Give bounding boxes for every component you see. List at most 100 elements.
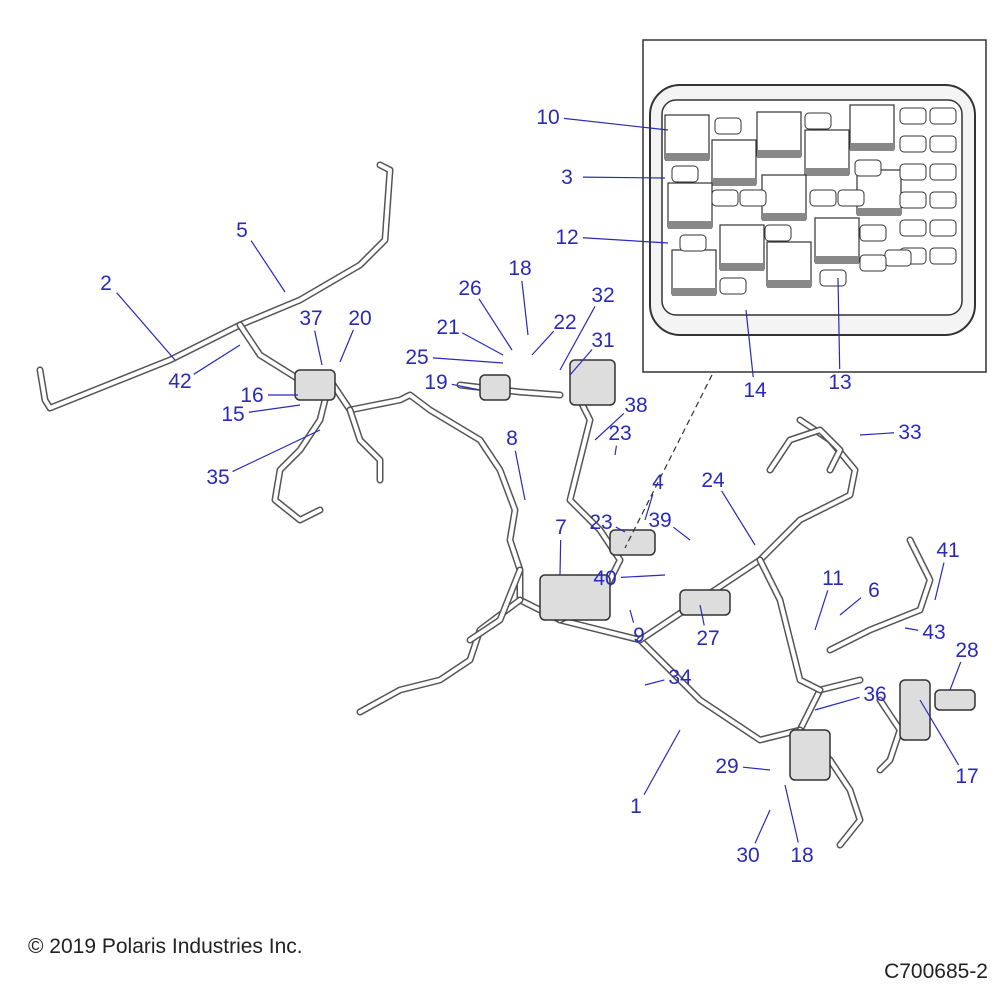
callout-24: 24 [701, 469, 725, 492]
leader-line [569, 349, 593, 376]
callout-27: 27 [696, 627, 719, 650]
leader-line [615, 526, 626, 533]
callout-10: 10 [536, 106, 559, 129]
callout-37: 37 [299, 307, 322, 330]
copyright-text: © 2019 Polaris Industries Inc. [28, 935, 303, 958]
callout-36: 36 [863, 683, 886, 706]
harness-component [789, 729, 831, 781]
fuse [719, 277, 747, 295]
relay-base [767, 280, 811, 288]
leader-line [521, 280, 529, 336]
fuse [899, 191, 927, 209]
callout-4: 4 [652, 471, 664, 494]
leader-line [582, 237, 669, 244]
callout-9: 9 [633, 624, 645, 647]
leader-line [934, 562, 945, 601]
callout-17: 17 [955, 765, 978, 788]
leader-line [193, 344, 241, 375]
leader-line [814, 696, 860, 711]
relay [761, 174, 807, 220]
callout-41: 41 [936, 539, 959, 562]
callout-19: 19 [424, 371, 447, 394]
fuse [809, 189, 837, 207]
leader-line [514, 450, 526, 501]
leader-line [904, 627, 919, 631]
relay [766, 241, 812, 287]
fuse [679, 234, 707, 252]
wire-segment-inner [238, 323, 862, 742]
relay-base [815, 256, 859, 264]
leader-line [784, 784, 799, 843]
callout-2: 2 [100, 272, 112, 295]
leader-line [721, 490, 756, 546]
callout-11: 11 [822, 567, 844, 590]
fuse [899, 163, 927, 181]
leader-line [559, 305, 596, 371]
leader-line [451, 383, 481, 391]
callout-33: 33 [898, 421, 921, 444]
callout-42: 42 [168, 370, 191, 393]
fuse [859, 254, 887, 272]
leader-line [745, 309, 754, 378]
callout-26: 26 [458, 277, 481, 300]
harness-component [569, 359, 616, 406]
fuse [929, 107, 957, 125]
callout-25: 25 [405, 346, 428, 369]
callout-40: 40 [593, 567, 616, 590]
fuse [929, 191, 957, 209]
leader-line [839, 597, 862, 616]
wire-segment-inner [273, 378, 332, 522]
fuse [929, 135, 957, 153]
wire-segment-inner [758, 558, 822, 692]
relay [719, 224, 765, 270]
leader-line [643, 729, 681, 796]
callout-14: 14 [743, 379, 767, 402]
callout-32: 32 [591, 284, 614, 307]
leader-line [629, 609, 635, 623]
callout-34: 34 [668, 666, 692, 689]
relay [756, 111, 802, 157]
fuse [929, 219, 957, 237]
callout-39: 39 [648, 509, 671, 532]
callout-6: 6 [868, 579, 880, 602]
harness-component [539, 574, 611, 621]
relay-base [712, 178, 756, 186]
fuse [837, 189, 865, 207]
leader-line [837, 277, 841, 370]
leader-line [644, 494, 654, 521]
wire-segment-inner [768, 428, 842, 472]
callout-1: 1 [630, 795, 642, 818]
leader-line [614, 445, 618, 456]
leader-line [859, 432, 895, 436]
callout-15: 15 [221, 403, 244, 426]
leader-line [672, 526, 691, 541]
harness-component [899, 679, 931, 741]
leader-line [919, 699, 960, 766]
fuse [764, 224, 792, 242]
callout-5: 5 [236, 219, 248, 242]
wire-segment-inner [38, 163, 392, 410]
relay [711, 139, 757, 185]
fuse [714, 117, 742, 135]
relay [664, 114, 710, 160]
fuse [819, 269, 847, 287]
drawing-number: C700685-2 [884, 960, 988, 983]
wire-segment [36, 161, 394, 412]
leader-lines [116, 117, 962, 844]
harness-component [934, 689, 976, 711]
relay [814, 217, 860, 263]
leader-line [699, 604, 705, 626]
leader-line [116, 292, 176, 361]
callout-21: 21 [436, 316, 459, 339]
relay-base [757, 150, 801, 158]
leader-line [582, 176, 666, 179]
relay [856, 169, 902, 215]
leader-line [232, 429, 321, 473]
relay-base [672, 288, 716, 296]
fuse [899, 107, 927, 125]
leader-line [250, 240, 286, 293]
fuse [899, 135, 927, 153]
fuse [711, 189, 739, 207]
callout-8: 8 [506, 427, 518, 450]
